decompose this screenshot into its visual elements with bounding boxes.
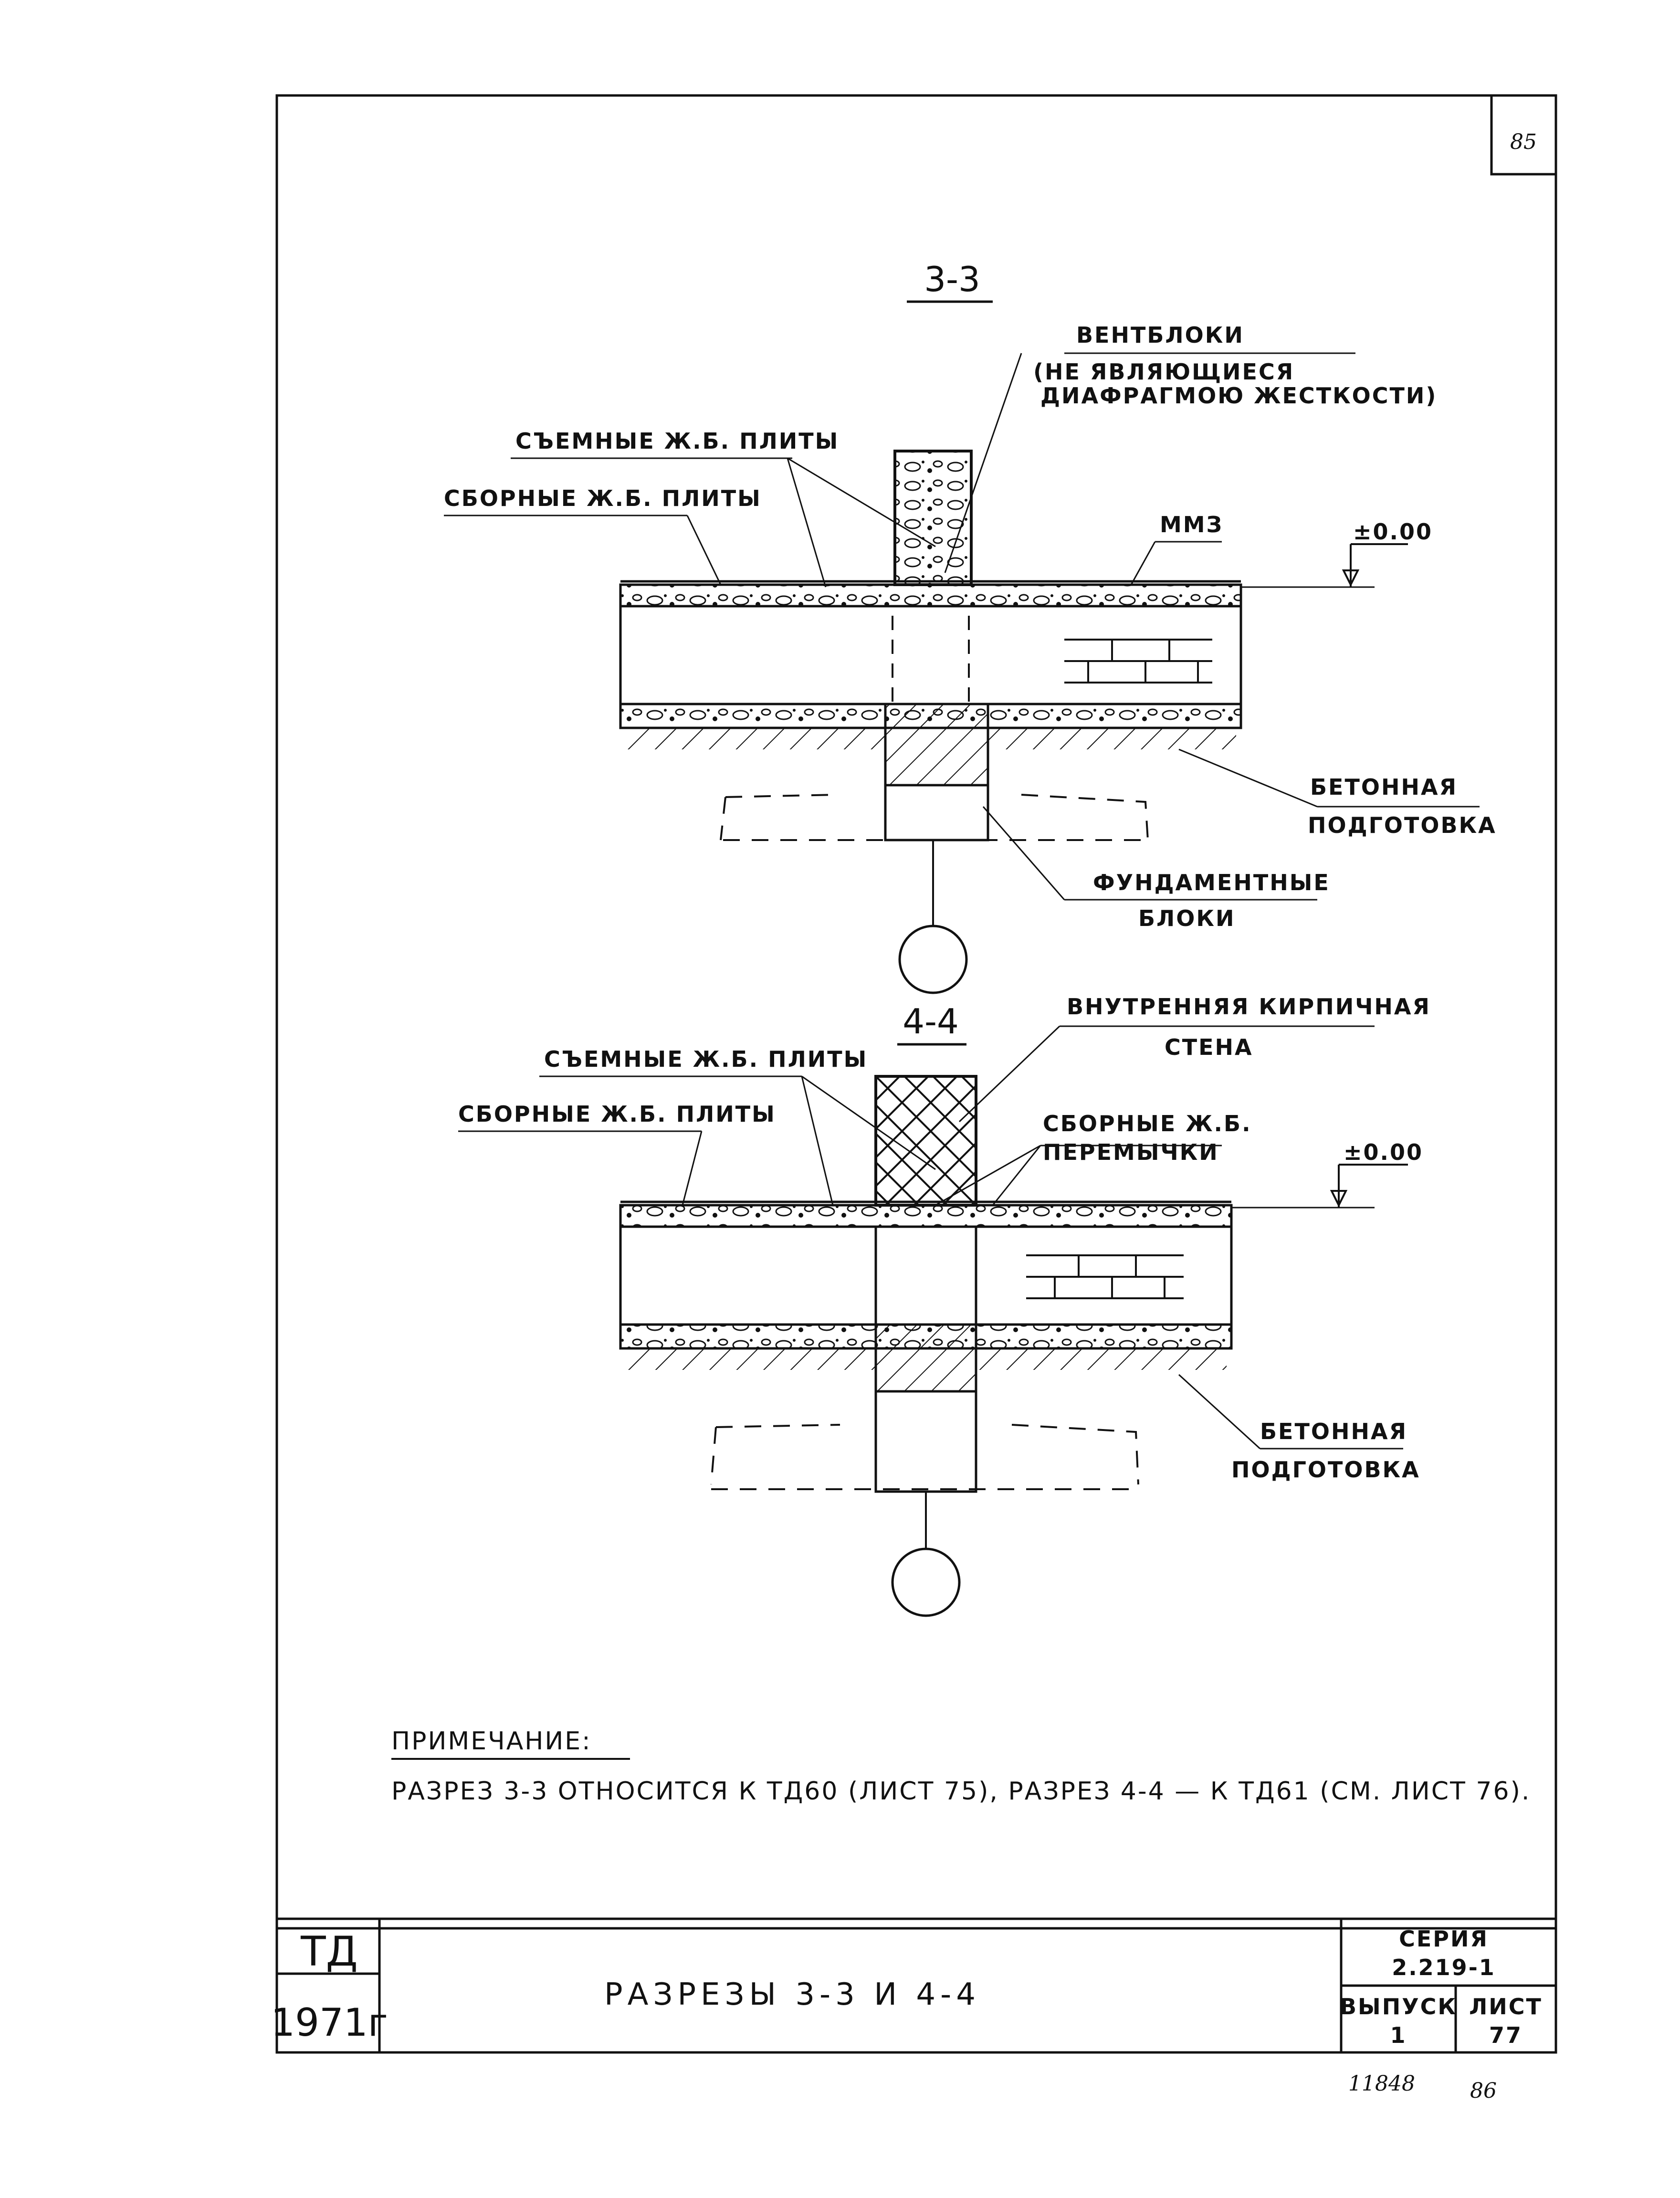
section-4-4-title: 4-4 xyxy=(903,1001,959,1041)
vent-label-3: ДИАФРАГМОЮ ЖЕСТКОСТИ) xyxy=(1040,383,1437,409)
foundation-block-3-3 xyxy=(884,703,989,787)
series-label: СЕРИЯ xyxy=(1399,1926,1489,1952)
axis-marker-3-3 xyxy=(898,925,968,994)
removable-slabs-label-3-3: СЪЕМНЫЕ Ж.Б. ПЛИТЫ xyxy=(515,428,839,454)
foundation-label-2: БЛОКИ xyxy=(1138,905,1235,931)
foundation-label-1: ФУНДАМЕНТНЫЕ xyxy=(1093,870,1330,895)
brick-pattern-4-4 xyxy=(1026,1254,1184,1299)
brick-wall-label-1: ВНУТРЕННЯЯ КИРПИЧНАЯ xyxy=(1067,994,1431,1020)
title-block xyxy=(275,1917,1557,2054)
handwritten-page: 86 xyxy=(1470,2079,1497,2103)
vent-label-2: (НЕ ЯВЛЯЮЩИЕСЯ xyxy=(1033,359,1294,385)
note-block: ПРИМЕЧАНИЕ: РАЗРЕЗ 3-3 ОТНОСИТСЯ К ТД60 … xyxy=(391,1727,1531,1806)
foundation-block-4-4 xyxy=(874,1323,977,1393)
inventory-number: 11848 xyxy=(1348,2072,1415,2096)
brick-wall-label-2: СТЕНА xyxy=(1165,1034,1253,1060)
brick-pattern-3-3 xyxy=(1064,639,1212,684)
axis-marker-4-4 xyxy=(891,1547,961,1617)
td-label: ТД xyxy=(300,1928,358,1976)
concrete-prep-label-1-3-3: БЕТОННАЯ xyxy=(1310,774,1458,800)
level-mark-3-3: ±0.00 xyxy=(1353,519,1433,545)
level-mark-4-4: ±0.00 xyxy=(1344,1139,1423,1165)
sheet-title: РАЗРЕЗЫ 3-3 И 4-4 xyxy=(604,1977,980,2012)
note-heading: ПРИМЕЧАНИЕ: xyxy=(391,1727,592,1756)
concrete-prep-label-2-4-4: ПОДГОТОВКА xyxy=(1231,1457,1420,1483)
concrete-prep-label-2-3-3: ПОДГОТОВКА xyxy=(1308,812,1497,838)
lintels-label-2: ПЕРЕМЫЧКИ xyxy=(1043,1139,1219,1165)
floor-slab-4-4 xyxy=(619,1204,1233,1228)
sheet-frame xyxy=(275,94,1557,1930)
inner-brick-wall xyxy=(874,1075,977,1207)
lintels-label-1: СБОРНЫЕ Ж.Б. xyxy=(1043,1111,1252,1136)
page-number: 85 xyxy=(1510,130,1537,154)
series-value: 2.219-1 xyxy=(1392,1955,1496,1980)
year-label: 1971г xyxy=(271,2000,388,2045)
sheet-value: 77 xyxy=(1489,2022,1522,2048)
issue-label: ВЫПУСК xyxy=(1340,1994,1457,2019)
section-3-3-title: 3-3 xyxy=(924,259,980,299)
vent-block xyxy=(893,450,973,586)
note-text: РАЗРЕЗ 3-3 ОТНОСИТСЯ К ТД60 (ЛИСТ 75), Р… xyxy=(391,1777,1531,1806)
removable-slabs-label-4-4: СЪЕМНЫЕ Ж.Б. ПЛИТЫ xyxy=(544,1046,868,1072)
floor-slab-3-3 xyxy=(619,583,1242,608)
vent-label-1: ВЕНТБЛОКИ xyxy=(1076,322,1244,348)
concrete-prep-label-1-4-4: БЕТОННАЯ xyxy=(1260,1419,1407,1444)
section-4-4: 4-4 xyxy=(458,994,1431,1617)
issue-value: 1 xyxy=(1390,2022,1407,2048)
precast-slabs-label-4-4: СБОРНЫЕ Ж.Б. ПЛИТЫ xyxy=(458,1101,776,1127)
mmz-label: ММЗ xyxy=(1160,512,1223,537)
section-3-3: 3-3 xyxy=(444,259,1497,994)
sheet-label: ЛИСТ xyxy=(1469,1994,1543,2019)
precast-slabs-label-3-3: СБОРНЫЕ Ж.Б. ПЛИТЫ xyxy=(444,485,762,511)
